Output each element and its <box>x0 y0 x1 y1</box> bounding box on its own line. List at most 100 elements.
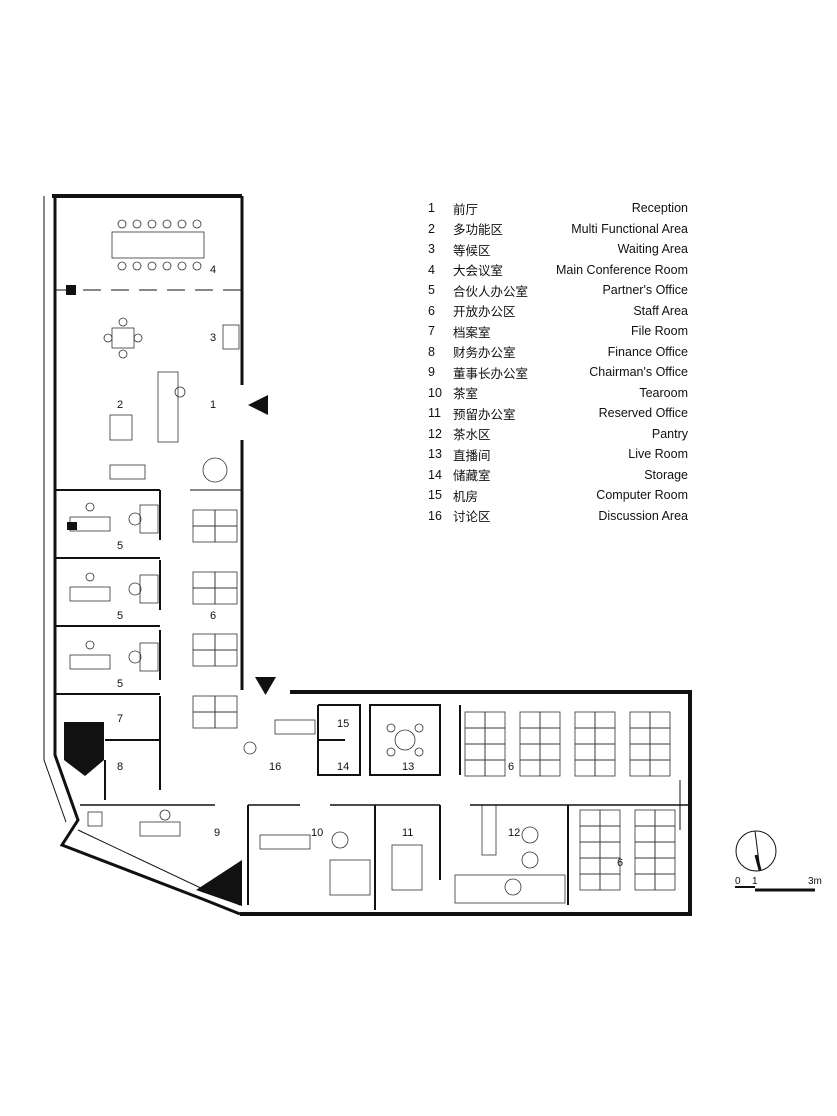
desk <box>599 809 621 827</box>
legend-zh: 财务办公室 <box>453 346 516 361</box>
chair <box>147 261 157 271</box>
sofa <box>139 642 159 672</box>
sofa <box>139 504 159 534</box>
desk <box>214 711 238 729</box>
walls <box>43 194 692 916</box>
legend-en: Reception <box>631 201 688 216</box>
desk <box>594 711 616 729</box>
desk <box>629 727 651 745</box>
room-label: 5 <box>117 540 123 552</box>
room-label: 13 <box>402 761 414 773</box>
desk <box>574 759 596 777</box>
desk <box>599 825 621 843</box>
desk <box>464 727 486 745</box>
legend-zh: 茶室 <box>453 387 479 402</box>
column-block <box>66 285 76 295</box>
room-label: 1 <box>210 399 216 411</box>
counter <box>157 371 179 443</box>
legend-zh: 机房 <box>453 489 479 504</box>
desk <box>519 727 541 745</box>
desk <box>654 825 676 843</box>
legend-en: File Room <box>631 324 688 339</box>
chair <box>117 261 127 271</box>
desk <box>192 695 216 713</box>
legend-zh: 档案室 <box>453 325 491 340</box>
chair <box>386 723 396 733</box>
desk <box>594 743 616 761</box>
desk <box>214 695 238 713</box>
chair <box>147 219 157 229</box>
room-label: 2 <box>117 399 123 411</box>
desk <box>629 759 651 777</box>
legend-num: 6 <box>428 303 435 318</box>
table <box>274 719 316 735</box>
chair <box>103 333 113 343</box>
legend-en: Chairman's Office <box>589 365 688 380</box>
chair <box>118 349 128 359</box>
room-label: 11 <box>402 827 413 839</box>
sofa <box>109 464 146 480</box>
legend-num: 14 <box>428 467 442 482</box>
legend-num: 3 <box>428 242 435 257</box>
legend-en: Staff Area <box>633 303 688 318</box>
legend-en: Multi Functional Area <box>571 221 688 236</box>
desk <box>649 759 671 777</box>
desk <box>634 857 656 875</box>
desk <box>579 825 601 843</box>
desk <box>484 711 506 729</box>
desk <box>484 759 506 777</box>
legend-zh: 开放办公区 <box>453 305 516 320</box>
legend-num: 4 <box>428 262 435 277</box>
room-label: 5 <box>117 678 123 690</box>
room-label: 12 <box>508 827 520 839</box>
stool <box>174 386 186 398</box>
chair <box>85 572 95 582</box>
desk <box>539 711 561 729</box>
conference-table <box>111 231 205 259</box>
legend-zh: 预留办公室 <box>453 407 516 422</box>
legend-en: Pantry <box>651 426 688 441</box>
round-table <box>128 512 142 526</box>
desk <box>634 809 656 827</box>
room-label: 10 <box>311 827 323 839</box>
sofa <box>222 324 240 350</box>
chair <box>192 261 202 271</box>
legend-num: 2 <box>428 221 435 236</box>
desk <box>539 727 561 745</box>
column-block <box>67 522 77 530</box>
table <box>111 327 135 349</box>
desk <box>594 727 616 745</box>
legend-item: 6 开放办公区 Staff Area <box>428 301 688 322</box>
room-label: 16 <box>269 761 281 773</box>
desk <box>69 654 111 670</box>
desk <box>539 743 561 761</box>
desk <box>634 841 656 859</box>
desk <box>214 587 238 605</box>
legend-zh: 茶水区 <box>453 428 491 443</box>
chair <box>243 741 257 755</box>
desk <box>192 571 216 589</box>
legend-en: Computer Room <box>596 488 688 503</box>
furniture <box>69 219 676 904</box>
desk <box>574 727 596 745</box>
table <box>259 834 311 850</box>
scale-zero: 0 <box>735 876 741 887</box>
room-label: 9 <box>214 827 220 839</box>
legend-num: 8 <box>428 344 435 359</box>
legend-zh: 董事长办公室 <box>453 366 529 381</box>
desk <box>192 587 216 605</box>
desk <box>214 571 238 589</box>
room-label: 3 <box>210 332 216 344</box>
round-table <box>202 457 228 483</box>
chair <box>162 261 172 271</box>
round-table <box>128 582 142 596</box>
desk <box>214 633 238 651</box>
